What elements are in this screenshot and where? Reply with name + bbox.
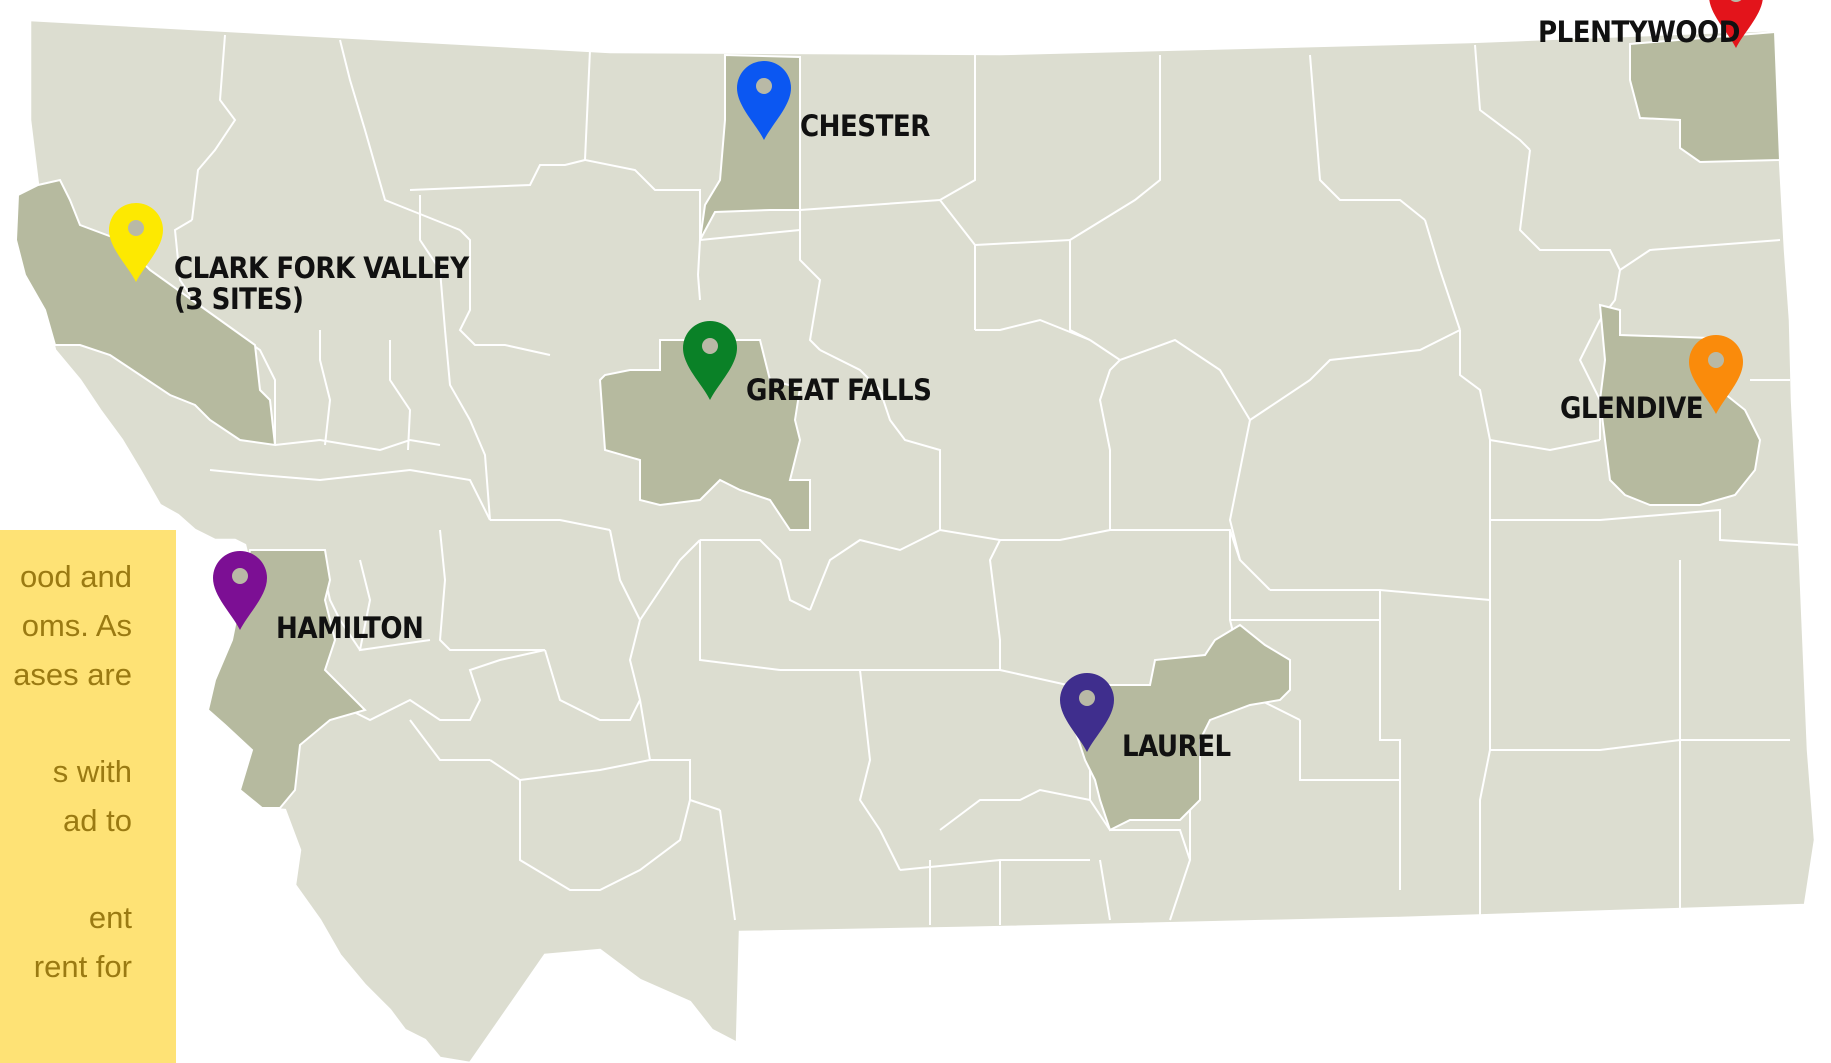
pin-glendive[interactable] (1689, 335, 1743, 414)
pin-hamilton[interactable] (213, 551, 267, 630)
pin-label-glendive: GLENDIVE (1560, 391, 1703, 425)
pin-clark-fork-valley[interactable] (109, 203, 163, 282)
info-line: oms. As (21, 608, 132, 643)
pin-great-falls[interactable] (683, 321, 737, 400)
map-marker-icon (1709, 0, 1763, 48)
paragraph-gap (0, 699, 132, 747)
info-line: ood and (19, 559, 132, 594)
marker-center-dot (1730, 0, 1742, 2)
paragraph-gap (0, 845, 132, 893)
map-marker-icon (109, 203, 163, 282)
info-line: ad to (63, 803, 132, 838)
marker-center-dot (128, 220, 144, 236)
map-marker-icon (1689, 335, 1743, 414)
marker-center-dot (1079, 690, 1095, 706)
pin-label-laurel: LAUREL (1122, 729, 1231, 763)
info-panel-text: ood and oms. As ases are s with ad to ent rent… (0, 552, 132, 991)
highlighted-counties (14, 30, 1782, 832)
pin-label-clark-fork-valley: CLARK FORK VALLEY (174, 251, 470, 285)
county-cascade (598, 339, 811, 531)
pins-layer: PLENTYWOOD CHESTER CLARK FORK VALLEY(3 SIT… (109, 0, 1763, 763)
county-lincoln (14, 178, 277, 447)
map-marker-icon (683, 321, 737, 400)
marker-center-dot (232, 568, 248, 584)
info-line: ent (88, 900, 132, 935)
map-marker-icon (213, 551, 267, 630)
pin-label-clark-fork-valley-line2: (3 SITES) (174, 282, 303, 316)
info-line: rent for (33, 949, 132, 984)
map-marker-icon (737, 61, 791, 140)
pin-laurel[interactable] (1060, 673, 1114, 752)
pin-chester[interactable] (737, 61, 791, 140)
pin-plentywood[interactable] (1709, 0, 1763, 48)
info-line: ases are (13, 657, 132, 692)
info-line: s with (52, 754, 132, 789)
map-marker-icon (1060, 673, 1114, 752)
marker-center-dot (702, 338, 718, 354)
county-yellowstone (1074, 623, 1291, 832)
pin-label-great-falls: GREAT FALLS (746, 373, 931, 407)
pin-label-hamilton: HAMILTON (276, 611, 423, 645)
county-boundaries (173, 34, 1801, 925)
info-panel: ood and oms. As ases are s with ad to ent rent… (0, 530, 176, 1063)
marker-center-dot (756, 78, 772, 94)
county-sheridan (1629, 30, 1782, 164)
pin-label-plentywood: PLENTYWOOD (1538, 15, 1740, 49)
pin-label-chester: CHESTER (800, 109, 930, 143)
marker-center-dot (1708, 352, 1724, 368)
